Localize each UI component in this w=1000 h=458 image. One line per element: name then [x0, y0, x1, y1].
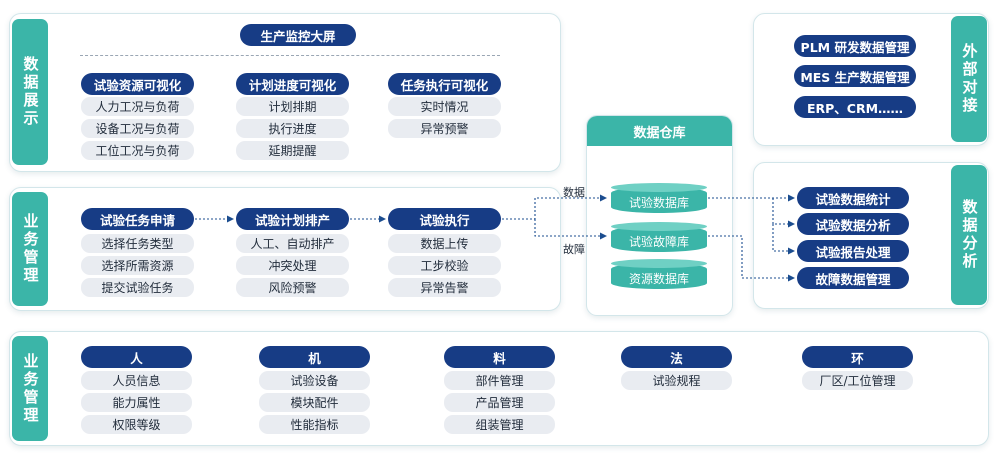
external-item-plm: PLM 研发数据管理 — [794, 35, 916, 57]
analysis-side-label: 数据分析 — [951, 165, 987, 305]
arrow-branch-analysis — [772, 198, 795, 228]
display-col-1-item-0: 计划排期 — [236, 97, 349, 116]
display-col-2-item-1: 异常预警 — [388, 119, 501, 138]
display-col-1-title: 计划进度可视化 — [236, 73, 349, 95]
arrow-execute-to-data — [502, 194, 607, 220]
analysis-panel — [753, 162, 989, 309]
resource-method-title: 法 — [621, 346, 732, 368]
resource-material-item-1: 产品管理 — [444, 393, 555, 412]
analysis-item-report: 试验报告处理 — [797, 240, 909, 262]
arrow-fault-to-fault-mgmt — [708, 235, 795, 282]
resource-environment-item-0: 厂区/工位管理 — [802, 371, 913, 390]
title-divider — [80, 55, 500, 56]
external-item-erp: ERP、CRM…… — [794, 96, 916, 118]
analysis-item-analysis: 试验数据分析 — [797, 213, 909, 235]
analysis-item-statistics: 试验数据统计 — [797, 187, 909, 209]
display-col-1-item-1: 执行进度 — [236, 119, 349, 138]
external-side-label: 外部对接 — [951, 16, 987, 142]
flow-col-2-item-2: 异常告警 — [388, 278, 501, 297]
main-title-pill: 生产监控大屏 — [240, 24, 356, 46]
flow-col-1-item-0: 人工、自动排产 — [236, 234, 349, 253]
flow-col-2-title: 试验执行 — [388, 208, 501, 230]
flow-col-2-item-0: 数据上传 — [388, 234, 501, 253]
resource-person-item-0: 人员信息 — [81, 371, 192, 390]
display-col-0-item-2: 工位工况与负荷 — [81, 141, 194, 160]
flow-col-0-item-1: 选择所需资源 — [81, 256, 194, 275]
resource-material-item-2: 组装管理 — [444, 415, 555, 434]
analysis-item-fault: 故障数据管理 — [797, 267, 909, 289]
warehouse-title: 数据仓库 — [587, 116, 732, 146]
resources-side-text: 业务管理 — [21, 352, 40, 425]
display-side-label: 数据展示 — [12, 19, 48, 165]
database-test-data-label: 试验数据库 — [628, 195, 689, 210]
flow-col-0-item-0: 选择任务类型 — [81, 234, 194, 253]
flow-label-data: 数据 — [563, 186, 585, 199]
database-test-data: 试验数据库 — [611, 183, 707, 213]
display-col-0-title: 试验资源可视化 — [81, 73, 194, 95]
resource-machine-item-2: 性能指标 — [259, 415, 370, 434]
database-test-fault-label: 试验故障库 — [628, 234, 689, 249]
flow-col-0-title: 试验任务申请 — [81, 208, 194, 230]
flow-col-0-item-2: 提交试验任务 — [81, 278, 194, 297]
arrow-branch-report — [772, 224, 795, 255]
resource-person-item-1: 能力属性 — [81, 393, 192, 412]
resource-material-title: 料 — [444, 346, 555, 368]
flow-col-1-item-1: 冲突处理 — [236, 256, 349, 275]
business-flow-side-text: 业务管理 — [21, 213, 40, 285]
resource-environment-title: 环 — [802, 346, 913, 368]
flow-col-1-item-2: 风险预警 — [236, 278, 349, 297]
resource-person-item-2: 权限等级 — [81, 415, 192, 434]
database-resource-label: 资源数据库 — [628, 271, 689, 286]
flow-label-fault: 故障 — [563, 243, 585, 256]
resource-method-item-0: 试验规程 — [621, 371, 732, 390]
external-item-mes: MES 生产数据管理 — [794, 65, 916, 87]
external-side-text: 外部对接 — [960, 43, 979, 115]
resource-machine-title: 机 — [259, 346, 370, 368]
resource-machine-item-1: 模块配件 — [259, 393, 370, 412]
display-col-0-item-0: 人力工况与负荷 — [81, 97, 194, 116]
resources-side-label: 业务管理 — [12, 336, 48, 441]
flow-col-2-item-1: 工步校验 — [388, 256, 501, 275]
display-col-2-item-0: 实时情况 — [388, 97, 501, 116]
display-side-text: 数据展示 — [21, 56, 40, 128]
arrow-execute-to-fault — [534, 219, 607, 240]
analysis-side-text: 数据分析 — [960, 199, 979, 271]
display-col-1-item-2: 延期提醒 — [236, 141, 349, 160]
business-flow-side-label: 业务管理 — [12, 192, 48, 306]
display-col-0-item-1: 设备工况与负荷 — [81, 119, 194, 138]
flow-col-1-title: 试验计划排产 — [236, 208, 349, 230]
database-test-fault: 试验故障库 — [611, 222, 707, 252]
database-resource: 资源数据库 — [611, 259, 707, 289]
display-col-2-title: 任务执行可视化 — [388, 73, 501, 95]
resource-material-item-0: 部件管理 — [444, 371, 555, 390]
resource-person-title: 人 — [81, 346, 192, 368]
resource-machine-item-0: 试验设备 — [259, 371, 370, 390]
